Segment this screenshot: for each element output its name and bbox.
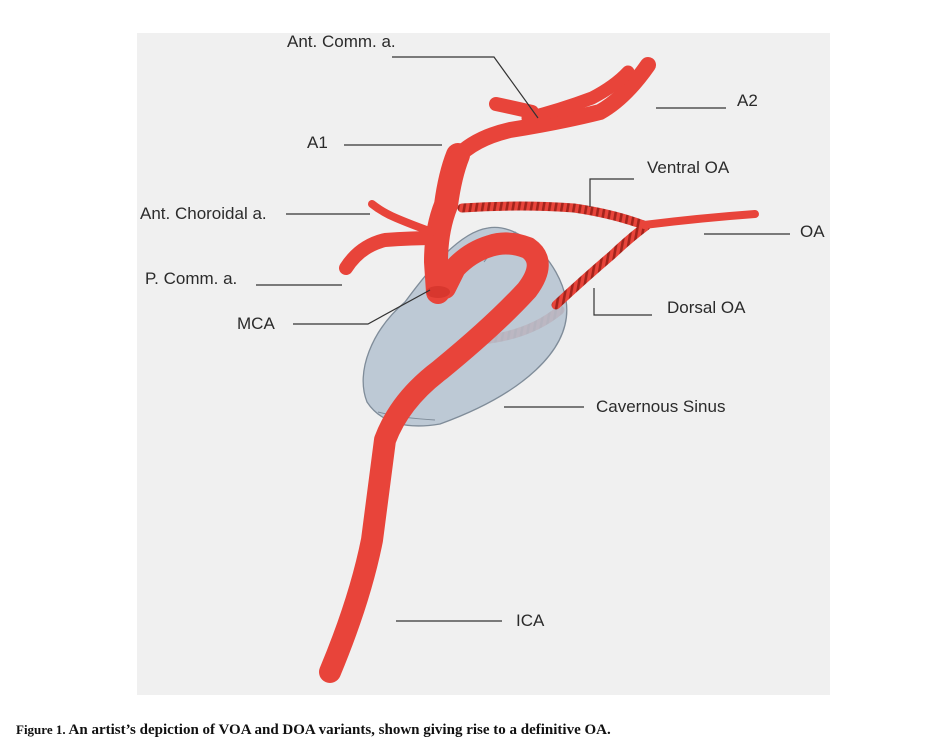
ventral-oa-vessel <box>462 206 646 226</box>
dorsal-oa-leader <box>594 288 652 315</box>
ica-label: ICA <box>516 611 545 630</box>
p-comm-label: P. Comm. a. <box>145 269 237 288</box>
dorsal-oa-vessel <box>556 226 646 305</box>
ant-choroidal-label: Ant. Choroidal a. <box>140 204 267 223</box>
ant-comm-vessel <box>496 104 532 112</box>
oa-label: OA <box>800 222 825 241</box>
caption-text: An artist’s depiction of VOA and DOA var… <box>66 722 611 738</box>
ventral-oa-leader <box>590 179 634 207</box>
a1-label: A1 <box>307 133 328 152</box>
mca-stump <box>426 286 450 298</box>
a2-label: A2 <box>737 91 758 110</box>
cavernous-sinus-label: Cavernous Sinus <box>596 397 725 416</box>
figure-caption: Figure 1. An artist’s depiction of VOA a… <box>16 722 921 739</box>
ventral-oa-label: Ventral OA <box>647 158 730 177</box>
mca-label: MCA <box>237 314 275 333</box>
oa-vessel <box>644 214 755 225</box>
figure-number: Figure 1. <box>16 722 66 737</box>
dorsal-oa-label: Dorsal OA <box>667 298 746 317</box>
ant-choroidal-vessel <box>372 204 432 232</box>
ant-comm-label: Ant. Comm. a. <box>287 32 396 51</box>
